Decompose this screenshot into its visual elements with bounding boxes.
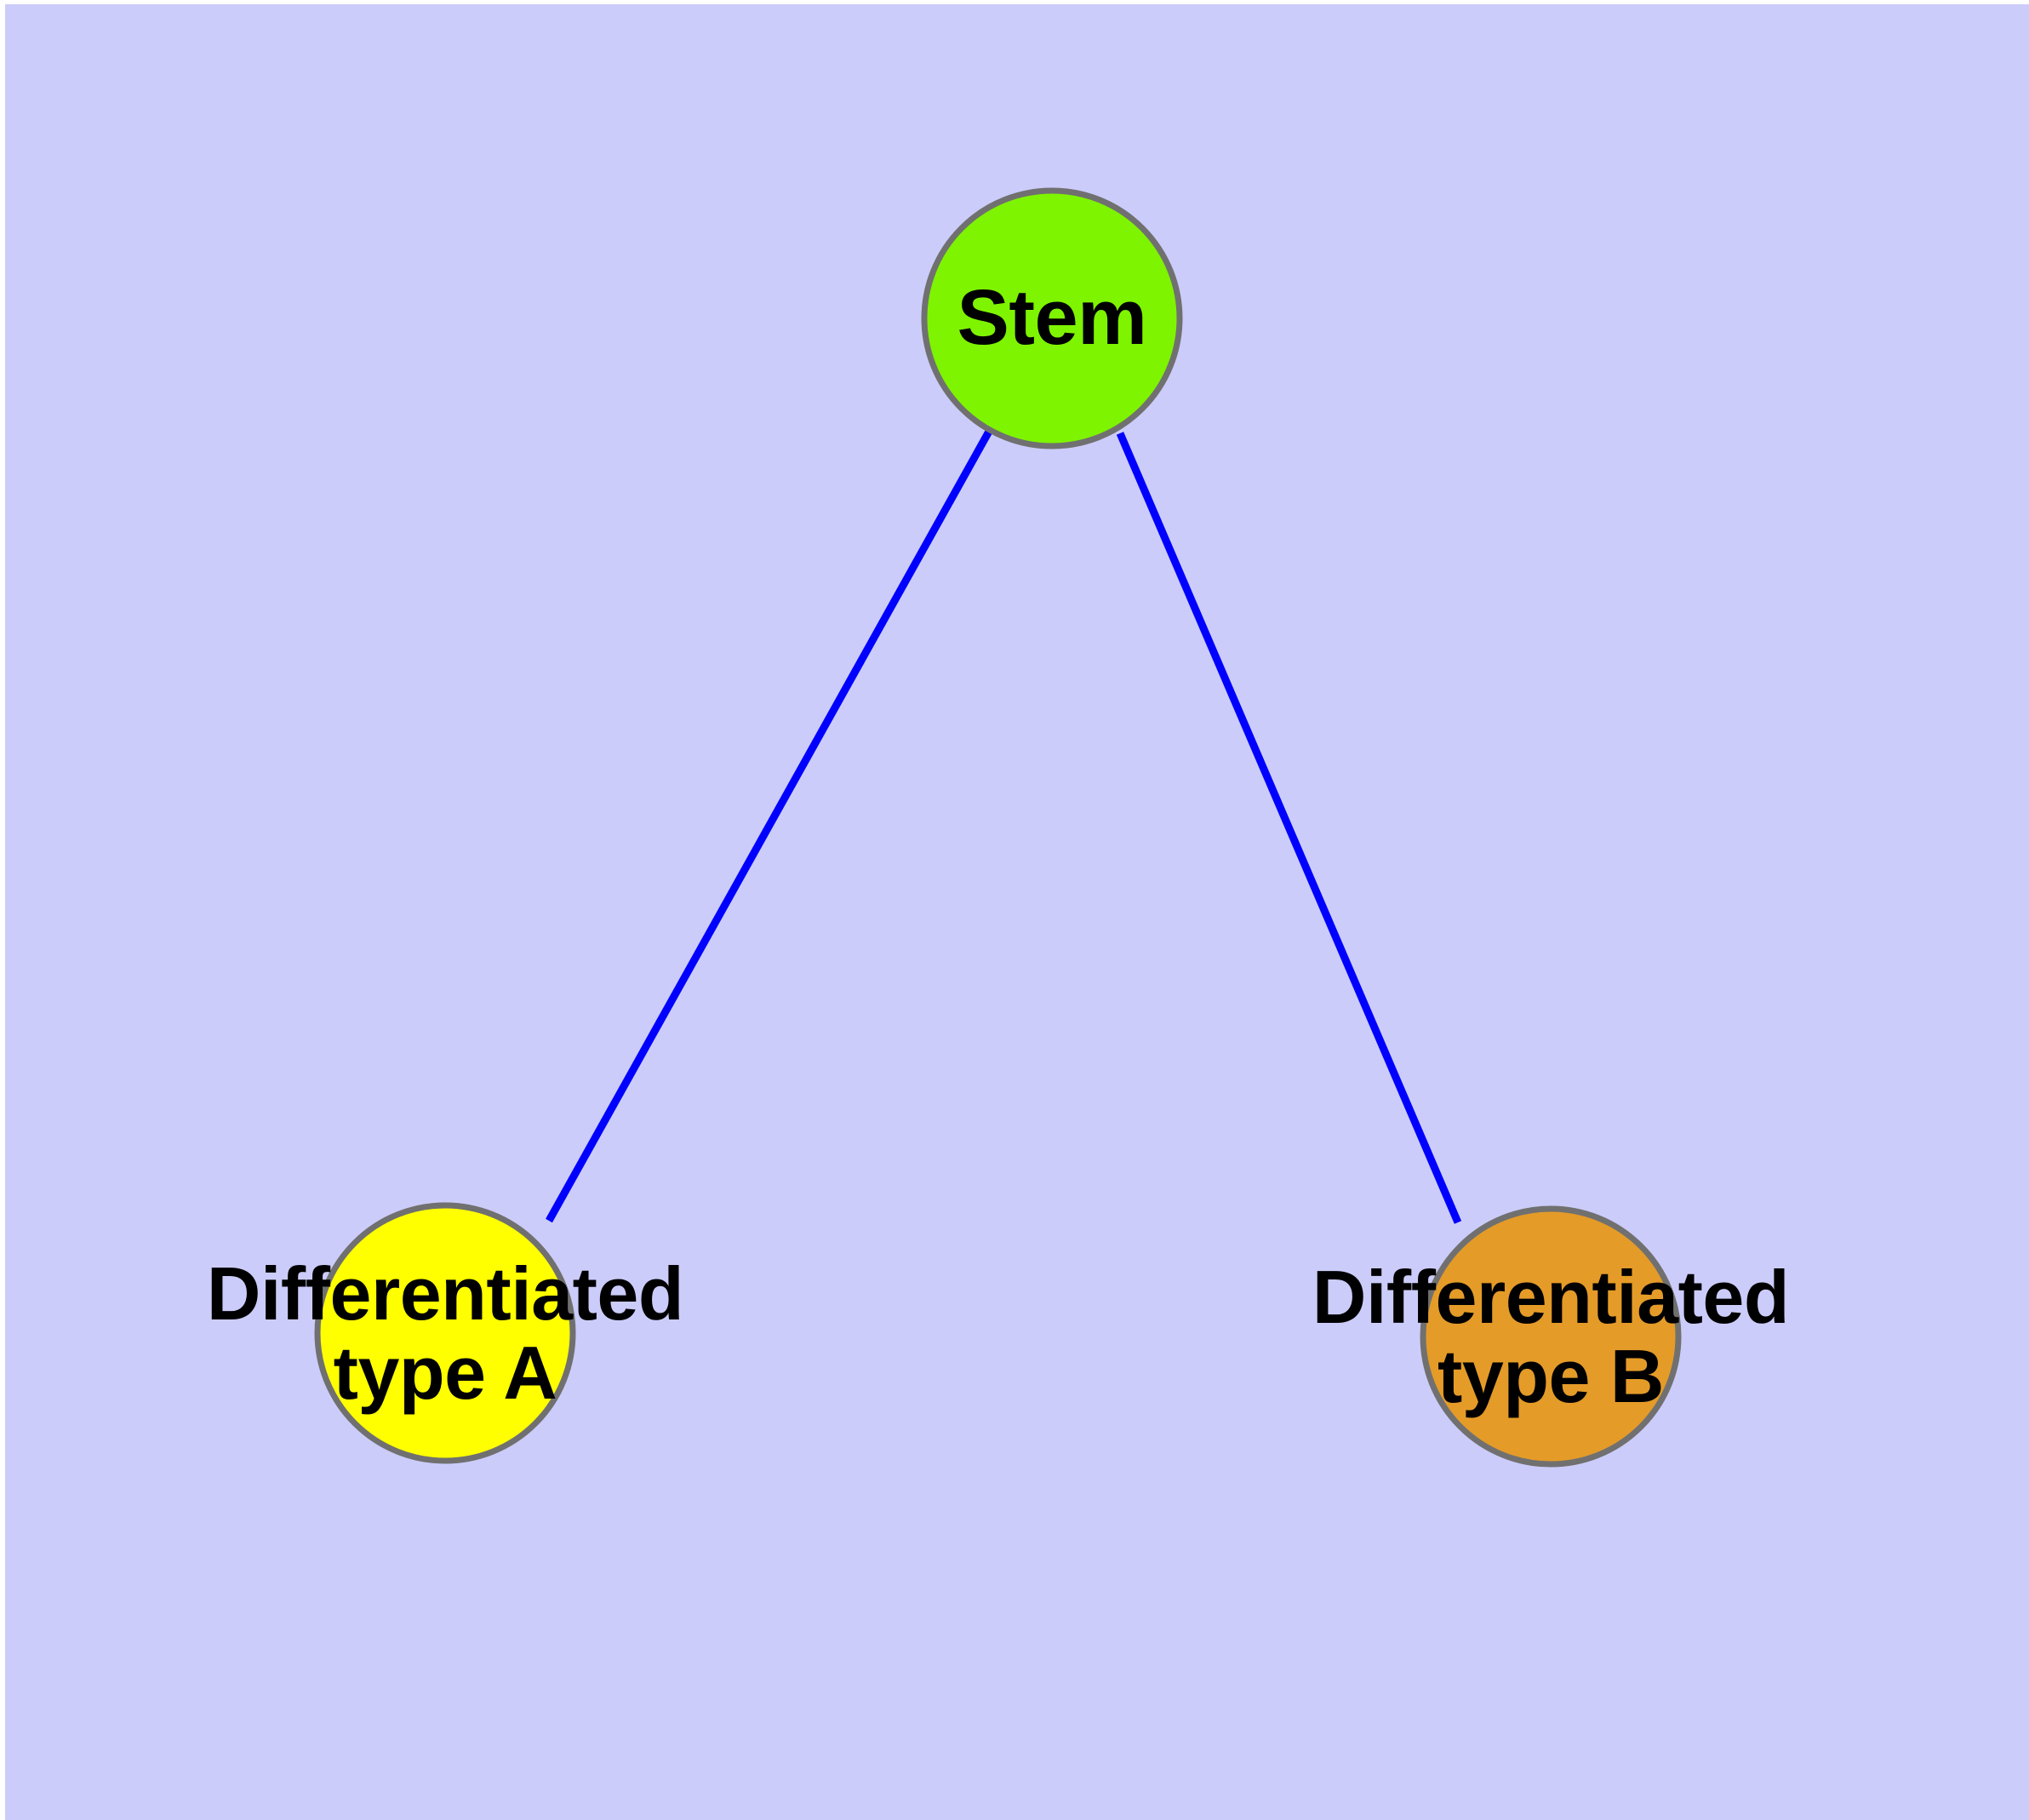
edge-stem-to-differentiated-type-a — [546, 427, 993, 1223]
edge-stem-to-differentiated-type-b — [1116, 432, 1462, 1224]
node-differentiated-type-b[interactable] — [1420, 1205, 1682, 1468]
edge-layer — [546, 427, 1462, 1224]
node-stem[interactable] — [921, 187, 1183, 449]
node-layer — [314, 187, 1682, 1468]
node-differentiated-type-a[interactable] — [314, 1202, 576, 1464]
